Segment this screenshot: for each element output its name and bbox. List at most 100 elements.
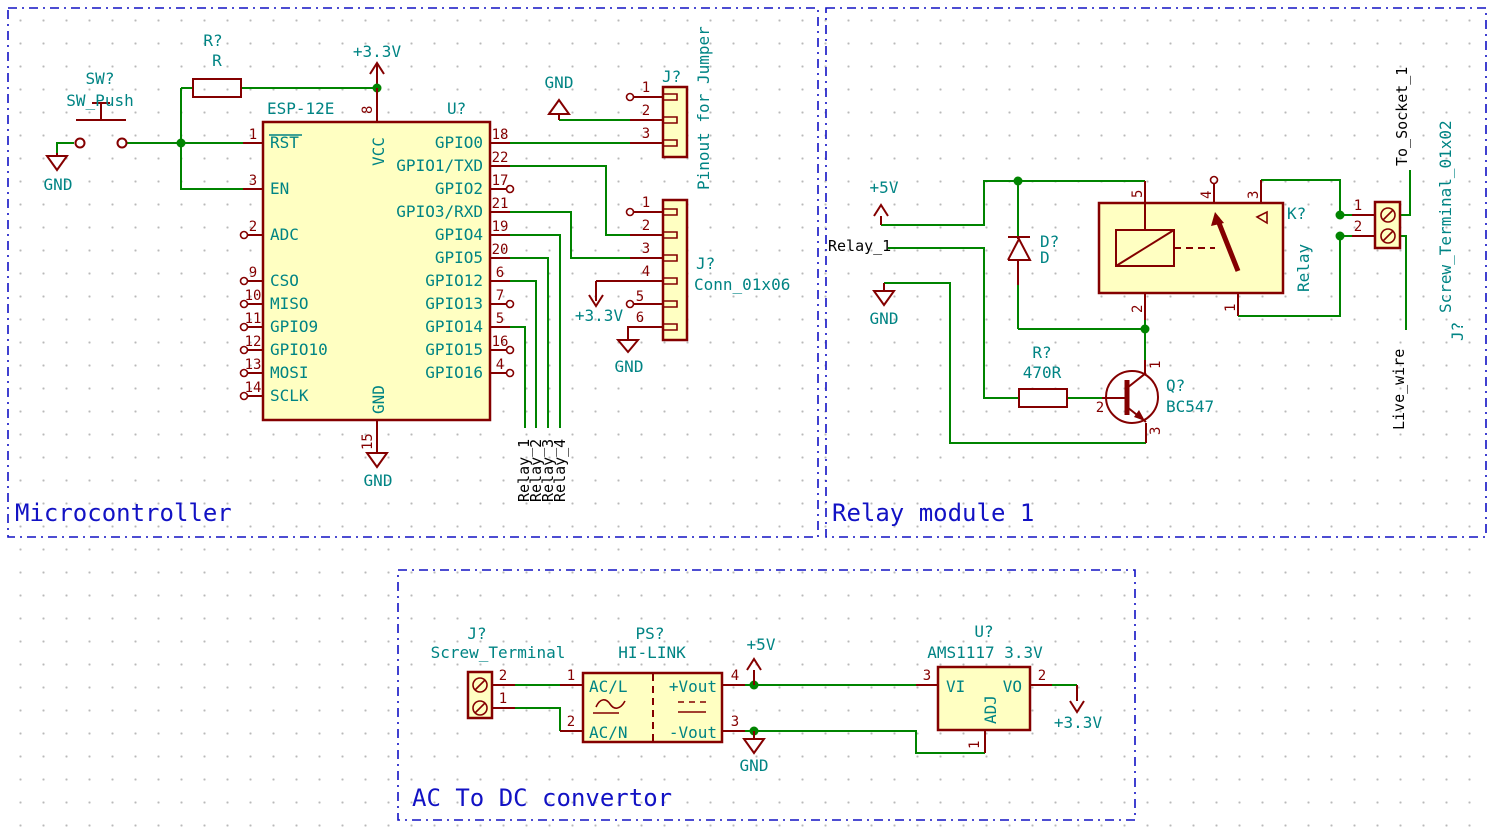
dc-symbol-icon (678, 701, 706, 713)
regulator-body (936, 665, 1032, 732)
wire (881, 170, 1411, 444)
power-5v-label: +5V (870, 178, 899, 197)
flyback-diode[interactable]: D? D (1007, 232, 1059, 285)
base-resistor-470r[interactable]: R? 470R (1018, 343, 1068, 408)
esp-pin-name-vcc: VCC (369, 137, 388, 166)
esp-pin-num: 1 (249, 127, 257, 143)
npn-transistor-bc547[interactable]: 1 2 3 Q? BC547 (1096, 360, 1214, 443)
power-3v3-label: +3.3V (353, 42, 402, 61)
gnd-symbol-switch[interactable]: GND (44, 153, 73, 194)
gnd-symbol-acdc[interactable]: GND (740, 731, 769, 775)
relay-pin-num: 1 (1223, 304, 1239, 312)
jumper-pin-stubs (630, 96, 663, 144)
esp-12e-module[interactable]: ESP-12E U? 1 3 2 9 10 11 12 13 14 RST EN… (239, 88, 515, 450)
nc-circle (625, 299, 635, 309)
power-5v-relay[interactable]: +5V (870, 178, 899, 225)
power-5v-label: +5V (747, 635, 776, 654)
net-label-relay1-input[interactable]: Relay_1 (828, 237, 891, 255)
section-box-microcontroller (7, 7, 819, 538)
regulator-pin-name: ADJ (981, 695, 1000, 724)
psu-pin-name: AC/L (589, 677, 628, 696)
esp-pin-num-vcc: 8 (360, 106, 376, 114)
resistor-body (1018, 388, 1068, 408)
pullup-resistor[interactable]: R? R (192, 31, 242, 98)
nc-circle (625, 92, 635, 102)
power-3v3-acdc[interactable]: +3.3V (1054, 685, 1103, 732)
esp-pin-name: GPIO9 (270, 317, 318, 336)
net-label-to-socket[interactable]: To_Socket_1 (1393, 67, 1411, 166)
junction-dot (1013, 176, 1023, 186)
section-title-relay-module: Relay module 1 (832, 499, 1034, 527)
gnd-symbol-jumper[interactable]: GND (545, 73, 574, 120)
section-box-relay-module (825, 7, 1487, 538)
esp-pin-name: GPIO1/TXD (396, 156, 483, 175)
esp-pin-num-gnd: 15 (360, 433, 376, 450)
screw-slot (1382, 209, 1394, 221)
acdc-wires (515, 684, 1077, 754)
esp-pin-num: 11 (245, 311, 262, 327)
transistor-pin-num: 1 (1148, 361, 1164, 369)
power-arrow-down-icon (1069, 685, 1085, 714)
section-title-ac-dc: AC To DC convertor (412, 784, 672, 812)
jumper-connector[interactable]: 1 2 3 J? Pinout for Jumper (625, 26, 714, 190)
screw-icon (472, 677, 488, 693)
gnd-symbol-esp[interactable]: GND (364, 446, 393, 490)
screw-terminal-acdc[interactable]: 2 1 J? Screw_Terminal (431, 624, 566, 720)
gnd-icon-flipped (547, 98, 571, 120)
esp-pin-stubs (243, 88, 510, 446)
jumper-contacts (664, 93, 678, 147)
screw-icon (1380, 228, 1396, 244)
relay-pin-num: 3 (1246, 191, 1262, 199)
conn-pin-num: 2 (642, 218, 650, 234)
jumper-pin-num: 2 (642, 103, 650, 119)
screw-icon (1380, 207, 1396, 223)
switch-actuator (76, 102, 126, 121)
psu-pin-num: 2 (567, 714, 575, 730)
esp-ref: U? (447, 99, 466, 118)
relay-wires (881, 170, 1411, 444)
net-label-live-wire[interactable]: Live_wire (1390, 349, 1408, 430)
esp-pin-name: ADC (270, 225, 299, 244)
wire (515, 684, 1077, 754)
power-3v3-conn[interactable]: +3.3V (575, 281, 624, 325)
relay-ref: K? (1287, 204, 1306, 223)
esp-pin-name: GPIO0 (435, 133, 483, 152)
esp-pin-name: GPIO10 (270, 340, 328, 359)
gnd-icon (45, 153, 69, 172)
esp-pin-num: 22 (492, 150, 509, 166)
ams1117-regulator[interactable]: 3 2 1 VI VO ADJ U? AMS1117 3.3V (916, 622, 1052, 753)
relay-pin-num: 2 (1130, 305, 1146, 313)
diode-symbol (1007, 236, 1032, 285)
esp-nc-circles (239, 184, 515, 401)
push-button-switch[interactable]: SW? SW_Push (66, 69, 134, 149)
gnd-symbol-relay[interactable]: GND (870, 283, 899, 328)
screw-pin-num: 2 (499, 668, 507, 684)
regulator-pin-stubs (916, 684, 1052, 753)
net-label-relay3: Relay_3 (539, 439, 557, 502)
conn-contacts (664, 208, 678, 331)
gnd-label: GND (615, 357, 644, 376)
gnd-symbol-conn[interactable]: GND (615, 326, 663, 376)
relay-value: Relay (1294, 243, 1313, 292)
jumper-value: Pinout for Jumper (694, 26, 713, 190)
relay-net-labels[interactable]: Relay_1 Relay_2 Relay_3 Relay_4 (515, 439, 569, 502)
esp-pin-name: MOSI (270, 363, 309, 382)
regulator-pin-name: VI (946, 677, 965, 696)
relay-component[interactable]: 5 2 4 3 1 K? Relay (1097, 175, 1313, 321)
nc-circle (625, 207, 635, 217)
hilink-psu[interactable]: 1 2 4 3 AC/L +Vout AC/N -Vout PS? HI-LIN… (560, 624, 745, 744)
power-5v-acdc[interactable]: +5V (746, 635, 776, 685)
esp-pin-name: GPIO12 (425, 271, 483, 290)
psu-value: HI-LINK (618, 643, 686, 662)
resistor-value: R (212, 51, 222, 70)
gnd-label: GND (364, 471, 393, 490)
psu-pin-num: 4 (731, 668, 739, 684)
screw-terminal-relay[interactable]: 1 2 Screw_Terminal_01x02 J? (1352, 120, 1467, 341)
relay-pin-stubs (1144, 180, 1262, 320)
resistor-ref: R? (1032, 343, 1051, 362)
resistor-body (192, 78, 242, 98)
conn-01x06-connector[interactable]: 1 2 3 4 5 6 J? Conn_01x06 (596, 195, 790, 342)
gnd-icon (742, 731, 766, 755)
esp-pin-num: 21 (492, 196, 509, 212)
